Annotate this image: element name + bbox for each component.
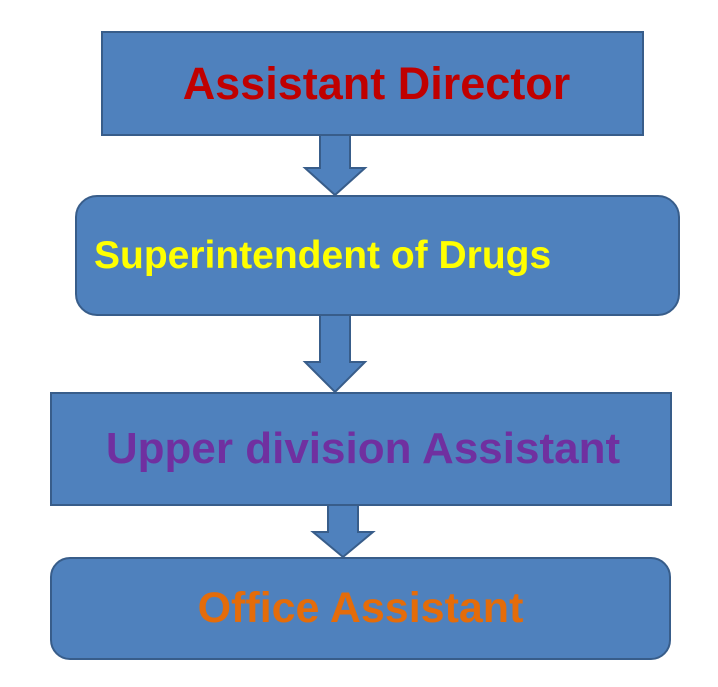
node-assistant-director: Assistant Director — [101, 31, 644, 136]
node-label: Office Assistant — [197, 584, 524, 632]
arrow-down-icon — [302, 134, 368, 197]
arrow-down-icon — [302, 314, 368, 394]
node-label: Upper division Assistant — [105, 424, 621, 473]
node-superintendent-of-drugs: Superintendent of Drugs — [75, 195, 680, 316]
node-label: Assistant Director — [182, 57, 571, 109]
arrow-down-icon — [310, 504, 376, 559]
node-label: Superintendent of Drugs — [94, 233, 552, 277]
node-upper-division-assistant: Upper division Assistant — [50, 392, 672, 506]
node-office-assistant: Office Assistant — [50, 557, 671, 660]
